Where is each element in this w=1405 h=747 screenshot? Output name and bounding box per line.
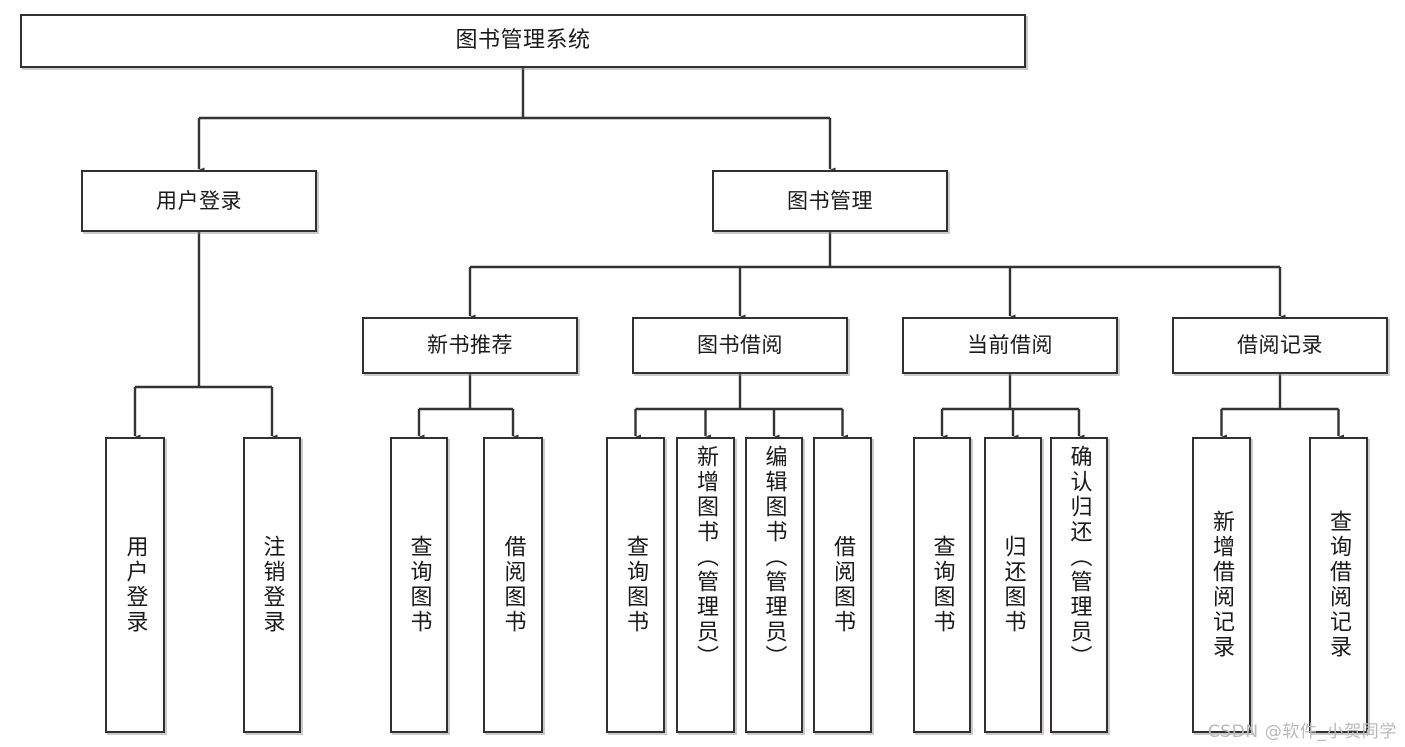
leaf-node-leaf-return-book[interactable]: 归还图书 <box>984 437 1042 733</box>
node-label: 借阅图书 <box>830 535 856 635</box>
node-label: 查询图书 <box>623 535 649 635</box>
level3-node-new-book-recommend[interactable]: 新书推荐 <box>362 317 578 374</box>
node-label: 注销登录 <box>259 535 285 635</box>
node-label: 借阅记录 <box>1237 333 1323 358</box>
node-label: 新增图书（管理员） <box>693 445 719 670</box>
leaf-node-leaf-logout-login[interactable]: 注销登录 <box>243 437 301 733</box>
leaf-node-leaf-borrow-book[interactable]: 借阅图书 <box>813 437 872 733</box>
level3-node-current-borrow[interactable]: 当前借阅 <box>902 317 1118 374</box>
connector-edges <box>129 68 1344 444</box>
level3-node-book-borrow[interactable]: 图书借阅 <box>632 317 848 374</box>
node-label: 查询图书 <box>406 535 432 635</box>
node-label: 查询借阅记录 <box>1326 510 1352 660</box>
leaf-node-leaf-confirm-return-admin[interactable]: 确认归还（管理员） <box>1050 437 1108 733</box>
node-label: 新书推荐 <box>427 333 513 358</box>
node-label: 编辑图书（管理员） <box>761 445 787 670</box>
node-label: 图书借阅 <box>697 333 783 358</box>
node-label: 查询图书 <box>929 535 955 635</box>
node-label: 图书管理系统 <box>455 28 591 54</box>
leaf-node-leaf-borrow-book-recommend[interactable]: 借阅图书 <box>483 437 543 733</box>
node-label: 新增借阅记录 <box>1209 510 1235 660</box>
leaf-node-leaf-add-book-admin[interactable]: 新增图书（管理员） <box>676 437 735 733</box>
leaf-node-leaf-query-book-borrow[interactable]: 查询图书 <box>606 437 665 733</box>
node-label: 借阅图书 <box>500 535 526 635</box>
level2-node-book-management[interactable]: 图书管理 <box>712 170 948 232</box>
leaf-node-leaf-add-borrow-record[interactable]: 新增借阅记录 <box>1192 437 1251 733</box>
leaf-node-leaf-query-book-recommend[interactable]: 查询图书 <box>390 437 448 733</box>
leaf-node-leaf-user-login[interactable]: 用户登录 <box>105 437 165 733</box>
node-label: 归还图书 <box>1000 535 1026 635</box>
node-label: 用户登录 <box>122 535 148 635</box>
level3-node-borrow-record[interactable]: 借阅记录 <box>1172 317 1388 374</box>
csdn-watermark: CSDN @软件_小贺同学 <box>1207 722 1397 742</box>
node-label: 确认归还（管理员） <box>1066 445 1092 670</box>
leaf-node-leaf-query-borrow-record[interactable]: 查询借阅记录 <box>1309 437 1368 733</box>
root-node-root[interactable]: 图书管理系统 <box>20 14 1026 68</box>
node-label: 当前借阅 <box>967 333 1053 358</box>
level2-node-user-login[interactable]: 用户登录 <box>81 170 317 232</box>
leaf-node-leaf-query-book-current[interactable]: 查询图书 <box>913 437 971 733</box>
node-label: 用户登录 <box>156 188 242 213</box>
leaf-node-leaf-edit-book-admin[interactable]: 编辑图书（管理员） <box>745 437 803 733</box>
node-label: 图书管理 <box>787 188 873 213</box>
